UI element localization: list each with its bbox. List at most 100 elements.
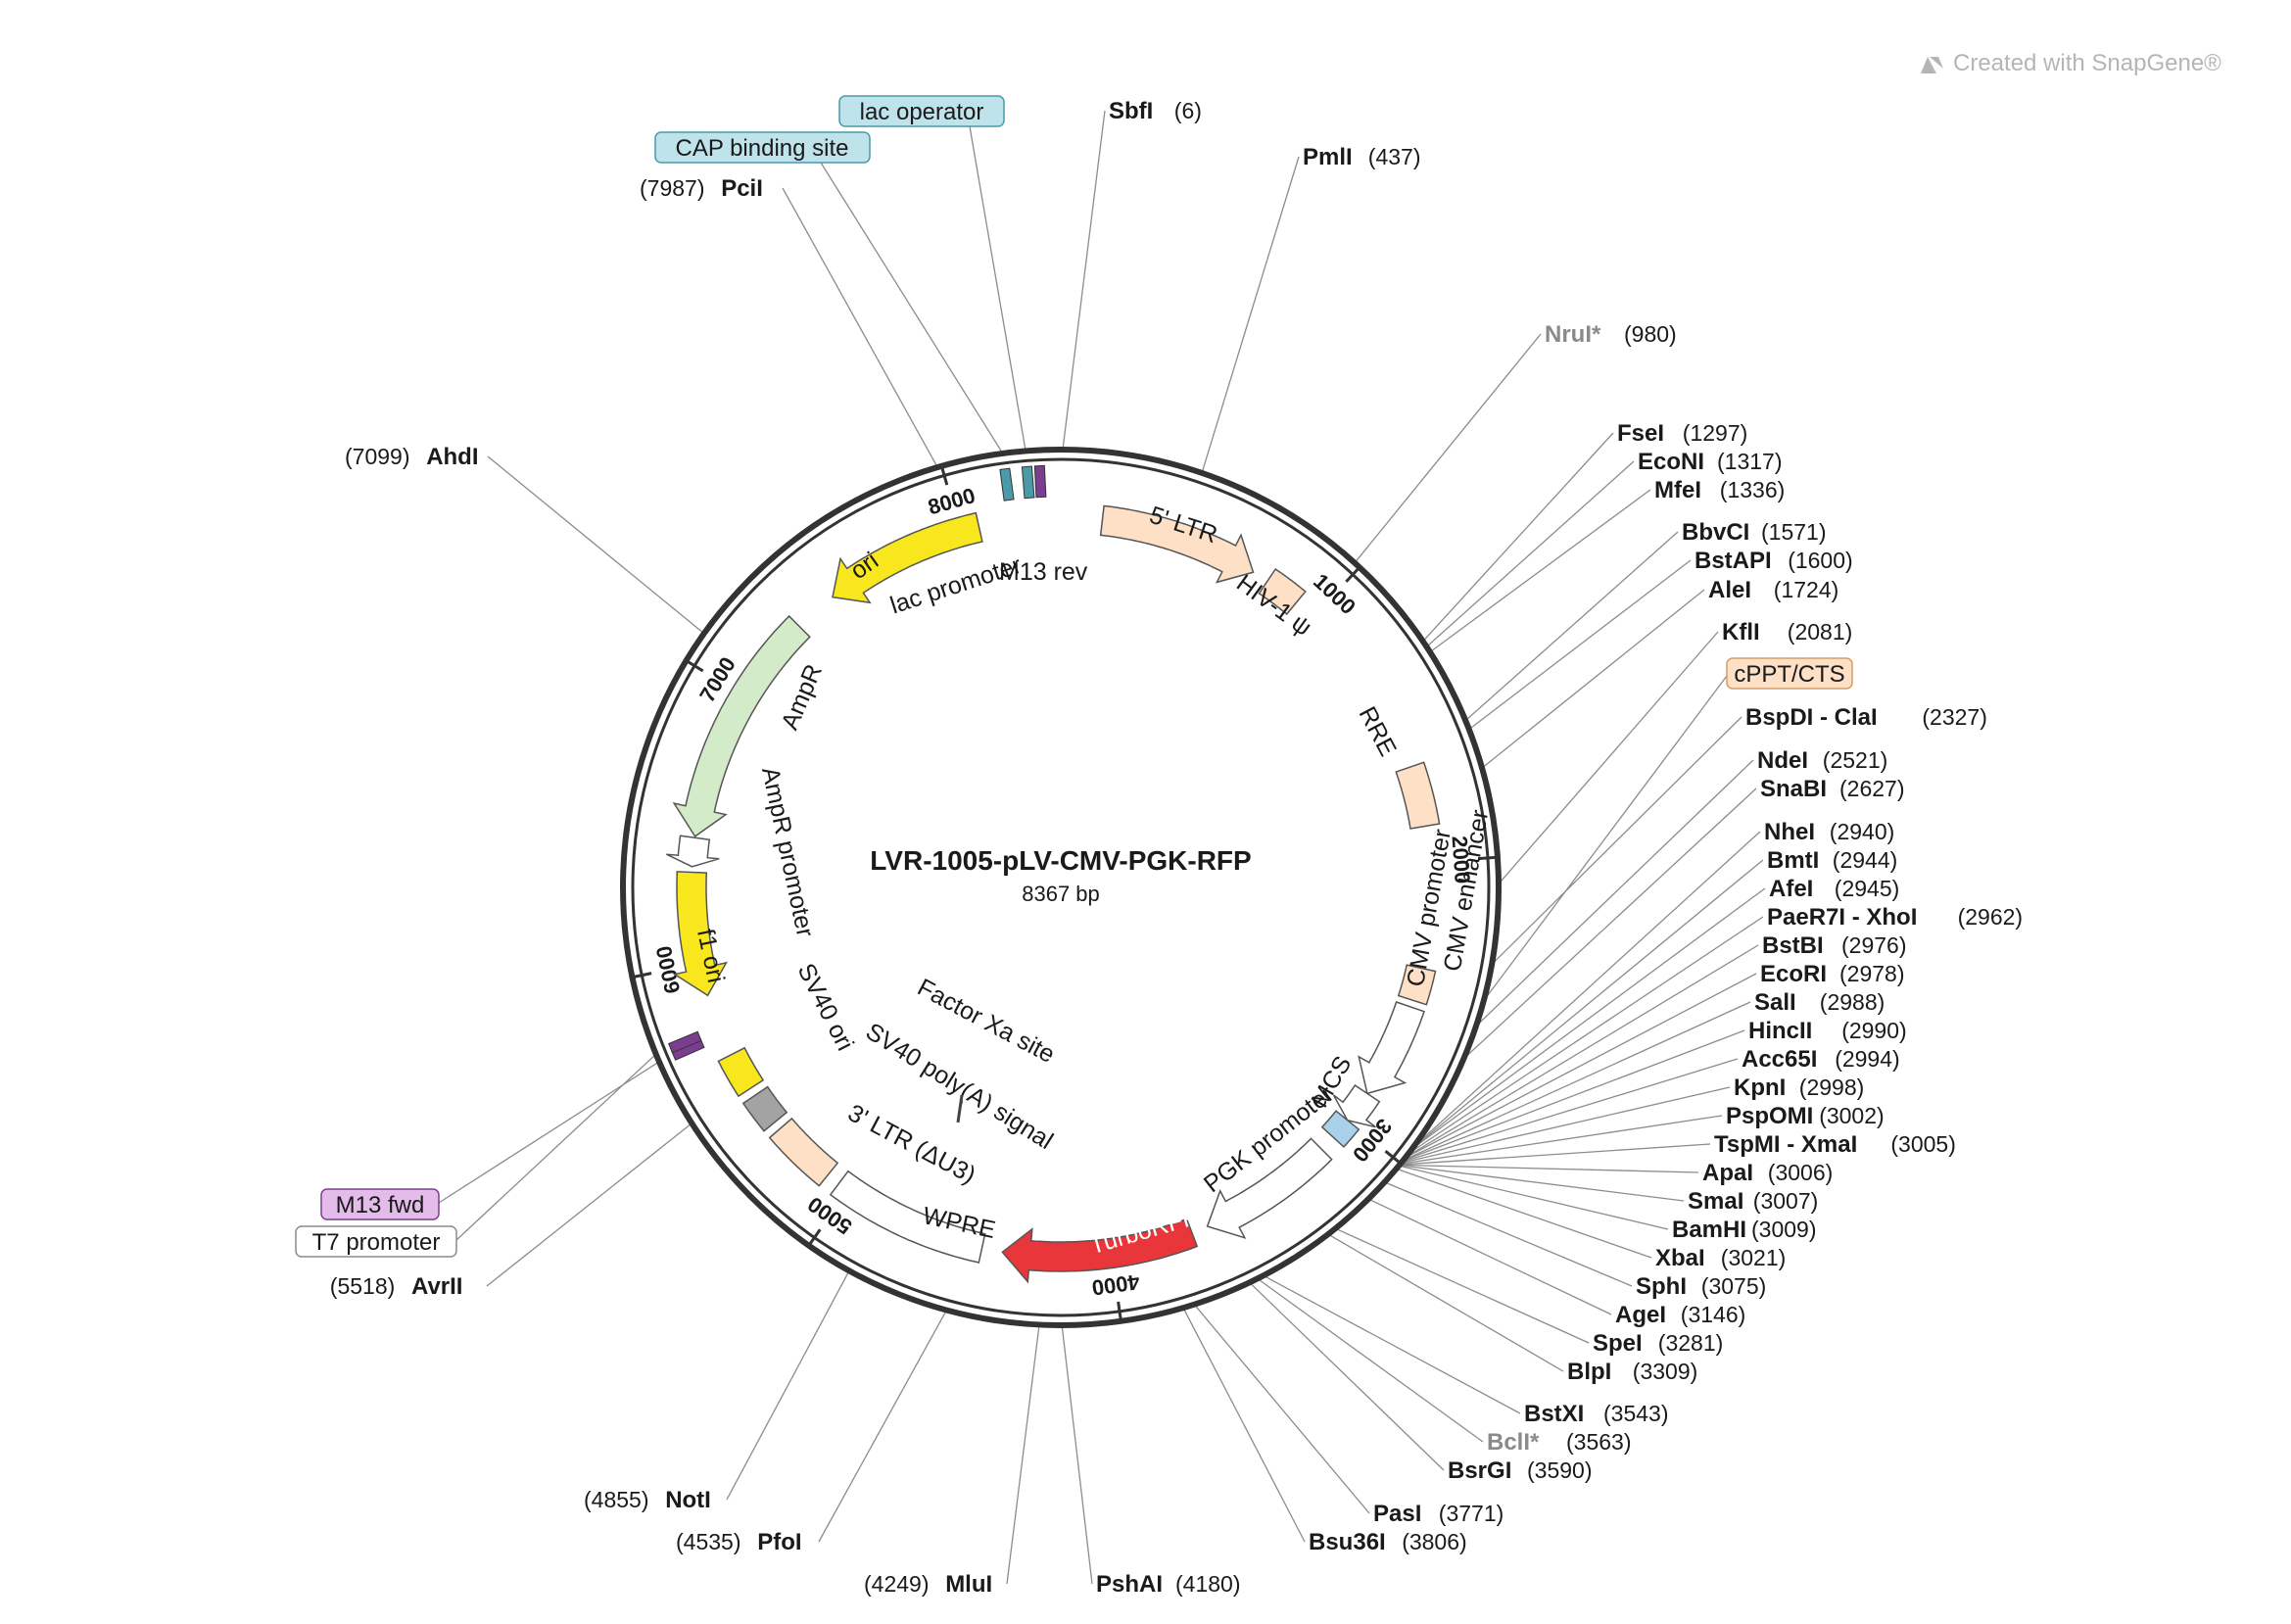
enzyme-noti[interactable]: NotI(4855) <box>584 1487 711 1513</box>
snapgene-watermark: Created with SnapGene® <box>1921 50 2221 76</box>
enzyme-hincii[interactable]: HincII(2990) <box>1748 1018 1907 1044</box>
enzyme-name: BstBI <box>1762 932 1824 959</box>
enzyme-sbfi[interactable]: SbfI(6) <box>1109 98 1202 124</box>
feature-mcs[interactable] <box>1320 1110 1360 1148</box>
enzyme-position: (2976) <box>1841 932 1906 958</box>
enzyme-afei[interactable]: AfeI(2945) <box>1769 876 1899 902</box>
leader-xbai <box>1396 1168 1652 1259</box>
enzyme-bstxi[interactable]: BstXI(3543) <box>1524 1401 1668 1427</box>
enzyme-position: (3771) <box>1439 1501 1503 1526</box>
enzyme-tspmi-xmai[interactable]: TspMI - XmaI(3005) <box>1714 1131 1956 1158</box>
enzyme-spei[interactable]: SpeI(3281) <box>1593 1330 1723 1357</box>
enzyme-alei[interactable]: AleI(1724) <box>1708 577 1838 603</box>
tick-8000 <box>939 463 949 486</box>
leader-econi <box>1426 460 1635 647</box>
enzyme-name: TspMI - XmaI <box>1714 1131 1857 1158</box>
enzyme-name: NdeI <box>1757 747 1808 774</box>
enzyme-agei[interactable]: AgeI(3146) <box>1615 1302 1745 1328</box>
cap-binding-mark <box>999 467 1015 502</box>
enzyme-nhei[interactable]: NheI(2940) <box>1764 819 1894 845</box>
enzyme-pasi[interactable]: PasI (3771) <box>1373 1501 1503 1527</box>
enzyme-position: (1600) <box>1788 548 1852 573</box>
enzyme-pmli[interactable]: PmlI(437) <box>1303 144 1421 170</box>
enzyme-name: NotI <box>665 1487 711 1513</box>
leader-agei <box>1367 1198 1612 1315</box>
enzyme-sali[interactable]: SalI(2988) <box>1754 989 1885 1016</box>
feature-rre[interactable] <box>1395 761 1441 830</box>
enzyme-name: XbaI <box>1655 1245 1705 1271</box>
feature-arcs <box>666 504 1441 1284</box>
feature-f1-ori[interactable] <box>672 871 728 997</box>
enzyme-bcli[interactable]: BclI*(3563) <box>1487 1429 1631 1456</box>
leader-bcli <box>1257 1277 1484 1443</box>
feature-cmv-enhancer[interactable] <box>1358 1001 1425 1095</box>
enzyme-xbai[interactable]: XbaI (3021) <box>1655 1245 1786 1271</box>
enzyme-econi[interactable]: EcoNI(1317) <box>1638 449 1782 475</box>
enzyme-name: SphI <box>1636 1273 1687 1300</box>
enzyme-bsu36i[interactable]: Bsu36I(3806) <box>1309 1529 1467 1555</box>
feature-hiv-1[interactable] <box>1258 567 1307 616</box>
enzyme-apai[interactable]: ApaI(3006) <box>1702 1160 1833 1186</box>
enzyme-pcii[interactable]: PciI(7987) <box>640 175 763 202</box>
enzyme-blpi[interactable]: BlpI(3309) <box>1567 1359 1697 1385</box>
feature-ori[interactable] <box>832 511 983 604</box>
callout-lac-operator[interactable]: lac operator <box>838 95 1005 127</box>
feature-ampr-promoter[interactable] <box>666 835 720 868</box>
enzyme-ahdi[interactable]: AhdI(7099) <box>345 444 479 470</box>
enzyme-kpni[interactable]: KpnI(2998) <box>1734 1075 1864 1101</box>
enzyme-pshai[interactable]: PshAI(4180) <box>1096 1571 1240 1598</box>
plasmid-title: LVR-1005-pLV-CMV-PGK-RFP 8367 bp <box>870 845 1251 906</box>
enzyme-sphi[interactable]: SphI (3075) <box>1636 1273 1766 1300</box>
callout-m13-fwd[interactable]: M13 fwd <box>320 1188 440 1220</box>
enzyme-ndei[interactable]: NdeI (2521) <box>1757 747 1887 774</box>
feature-ampr[interactable] <box>672 614 811 837</box>
feature-cppt-cts[interactable] <box>1397 964 1437 1006</box>
enzyme-ecori[interactable]: EcoRI(2978) <box>1760 961 1904 987</box>
leader-afei <box>1410 887 1766 1150</box>
enzyme-mlui[interactable]: MluI(4249) <box>864 1571 992 1598</box>
enzyme-position: (1317) <box>1717 449 1782 474</box>
enzyme-nrui[interactable]: NruI*(980) <box>1545 321 1677 348</box>
feature-3-ltr-u3[interactable] <box>768 1117 839 1187</box>
feature-cmv-promoter[interactable] <box>1332 1083 1381 1128</box>
enzyme-name: PasI <box>1373 1501 1421 1527</box>
backbone-outer <box>620 447 1502 1328</box>
feature-wpre[interactable] <box>829 1170 986 1264</box>
leader-blpi <box>1327 1233 1564 1372</box>
enzyme-acc65i[interactable]: Acc65I(2994) <box>1742 1046 1900 1073</box>
leader-mlui <box>1006 1324 1040 1585</box>
callout-t7-promoter[interactable]: T7 promoter <box>295 1225 457 1258</box>
feature-turborfp[interactable] <box>1001 1218 1199 1284</box>
enzyme-position: (3075) <box>1701 1273 1766 1299</box>
enzyme-pfoi[interactable]: PfoI(4535) <box>676 1529 802 1555</box>
feature-sv40-ori[interactable] <box>717 1046 765 1098</box>
t7-promoter-mark <box>667 1030 702 1054</box>
enzyme-name: KpnI <box>1734 1075 1786 1101</box>
enzyme-paer7i-xhoi[interactable]: PaeR7I - XhoI(2962) <box>1767 904 2023 931</box>
enzyme-fsei[interactable]: FseI(1297) <box>1617 420 1747 447</box>
enzyme-position: (3006) <box>1768 1160 1833 1185</box>
enzyme-bstapi[interactable]: BstAPI(1600) <box>1694 548 1853 574</box>
enzyme-name: BmtI <box>1767 847 1819 874</box>
feature-sv40-poly-a-signal[interactable] <box>741 1085 788 1132</box>
callout-leader-1 <box>820 162 1004 454</box>
enzyme-bamhi[interactable]: BamHI(3009) <box>1672 1217 1816 1243</box>
enzyme-avrii[interactable]: AvrII(5518) <box>330 1273 463 1300</box>
enzyme-bspdi-clai[interactable]: BspDI - ClaI(2327) <box>1745 704 1987 731</box>
enzyme-pspomi[interactable]: PspOMI(3002) <box>1726 1103 1885 1129</box>
enzyme-bmti[interactable]: BmtI(2944) <box>1767 847 1897 874</box>
callout-cap-binding-site[interactable]: CAP binding site <box>654 131 871 164</box>
enzyme-position: (2962) <box>1958 904 2023 930</box>
enzyme-position: (2521) <box>1823 747 1887 773</box>
enzyme-bbvci[interactable]: BbvCI(1571) <box>1682 519 1826 546</box>
enzyme-bsrgi[interactable]: BsrGI(3590) <box>1448 1457 1592 1484</box>
feature-5-ltr[interactable] <box>1099 504 1255 584</box>
enzyme-position: (3021) <box>1721 1245 1786 1270</box>
feature-pgk-promoter[interactable] <box>1206 1137 1333 1239</box>
callout-cppt-cts[interactable]: cPPT/CTS <box>1726 657 1853 690</box>
enzyme-kfli[interactable]: KflI(2081) <box>1722 619 1852 645</box>
enzyme-bstbi[interactable]: BstBI (2976) <box>1762 932 1906 959</box>
enzyme-mfei[interactable]: MfeI(1336) <box>1654 477 1785 503</box>
enzyme-snabi[interactable]: SnaBI(2627) <box>1760 776 1904 802</box>
enzyme-smai[interactable]: SmaI(3007) <box>1688 1188 1818 1215</box>
